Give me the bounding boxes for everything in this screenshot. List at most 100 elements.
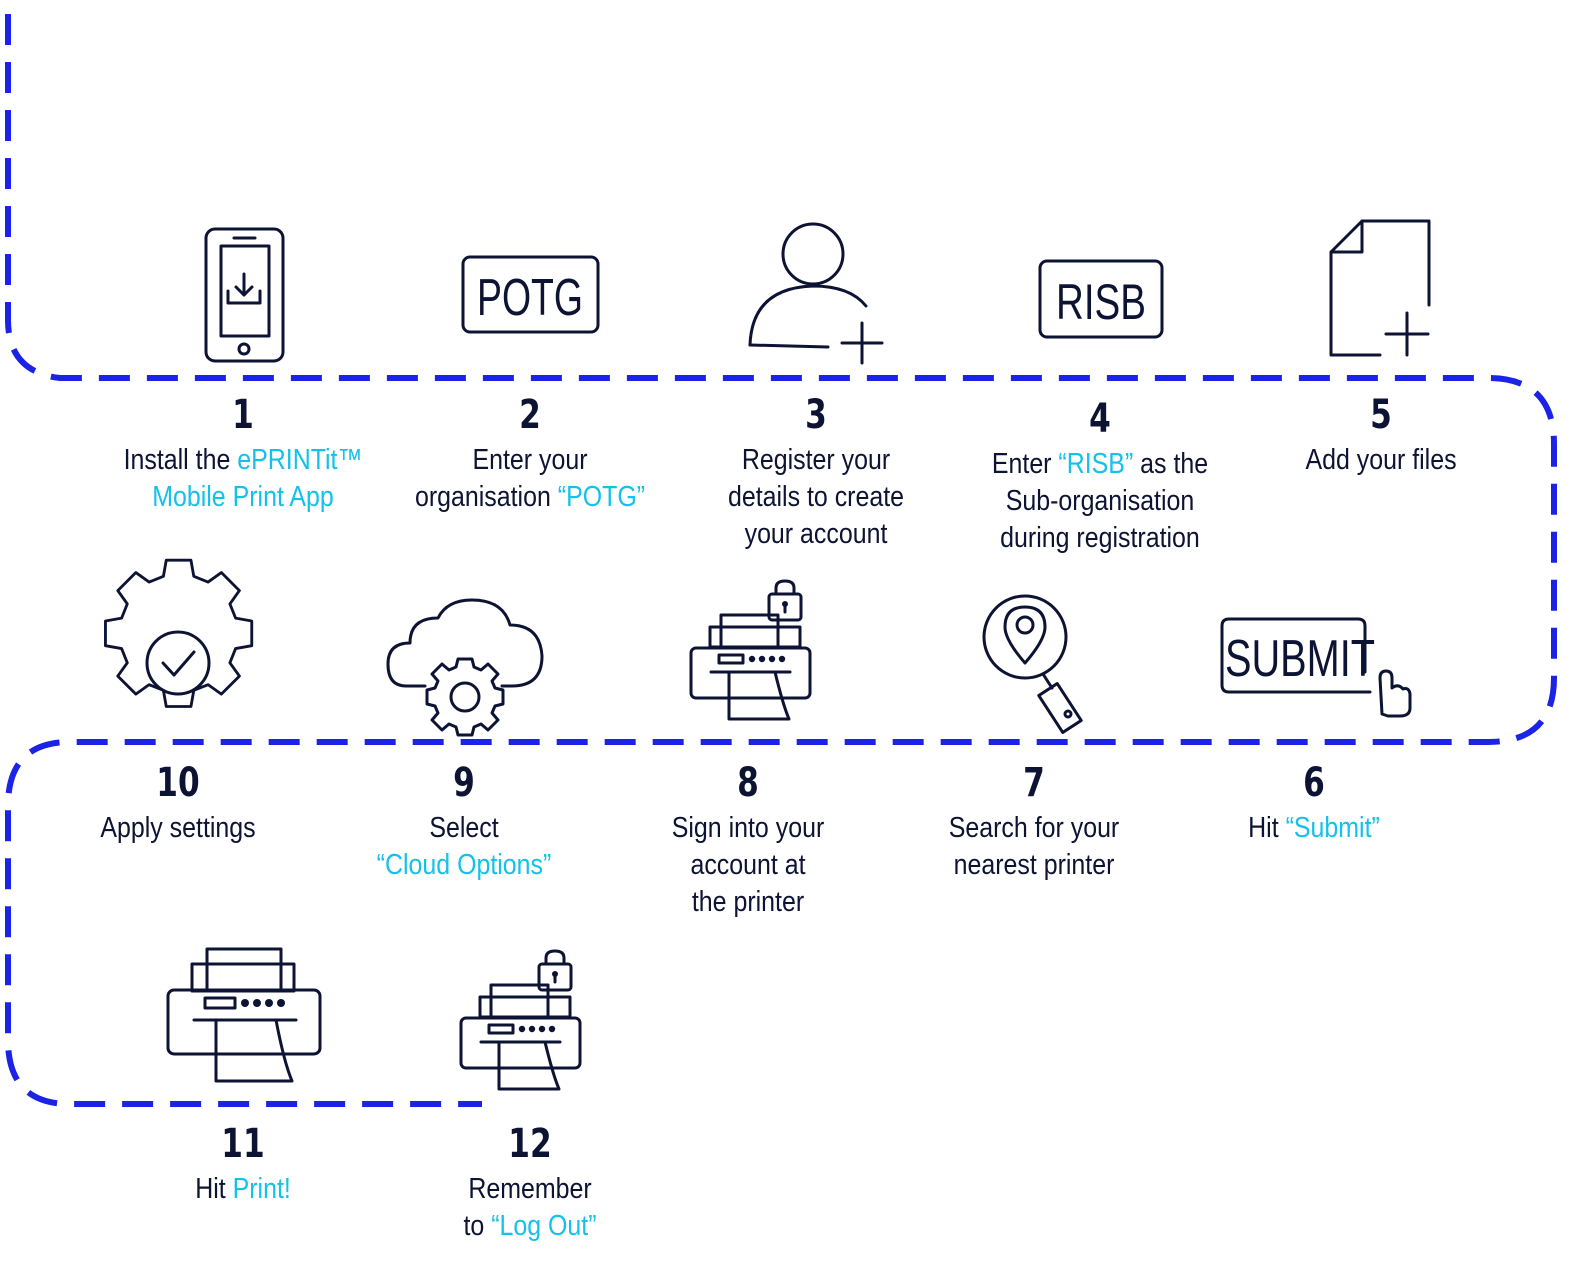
highlighted-text: “Log Out” — [491, 1210, 597, 1242]
step-number: 11 — [221, 1121, 265, 1167]
highlighted-text: “Submit” — [1285, 812, 1380, 844]
risb-code-icon: RISB — [1038, 259, 1164, 339]
step-description: Add your files — [1261, 442, 1502, 479]
step-description-line: Add your files — [1261, 442, 1502, 479]
step-description-line: Register your — [696, 442, 937, 479]
highlighted-text: ePRINTit™ — [237, 444, 363, 476]
step-description-line: Remember — [410, 1171, 651, 1208]
submit-label: SUBMIT — [1225, 630, 1375, 688]
step-description-line: Sub-organisation — [980, 483, 1221, 520]
step-description-line: details to create — [696, 479, 937, 516]
description-text: nearest printer — [953, 849, 1115, 881]
step-number: 2 — [519, 392, 541, 438]
potg-code-icon: POTG — [461, 255, 600, 334]
dashed-flow-path — [5, 14, 1557, 1107]
step-number: 4 — [1089, 396, 1111, 442]
highlighted-text: Mobile Print App — [152, 481, 334, 513]
secure-printer-icon — [689, 579, 812, 721]
step-description-line: your account — [696, 516, 937, 553]
potg-code-label: POTG — [477, 269, 583, 327]
risb-code-label: RISB — [1056, 274, 1146, 330]
step-description: Sign into your account at the printer — [628, 810, 869, 921]
description-text: details to create — [727, 481, 905, 513]
step-description-line: nearest printer — [914, 847, 1155, 884]
step-number: 6 — [1303, 760, 1325, 806]
step-description-line: Enter your — [410, 442, 651, 479]
step-description-line: Search for your — [914, 810, 1155, 847]
step-description: Enter your organisation “POTG” — [410, 442, 651, 516]
highlighted-text: “RISB” — [1058, 448, 1134, 480]
description-text: Enter — [991, 448, 1059, 480]
description-text: the printer — [691, 886, 805, 918]
printer-icon — [166, 947, 322, 1083]
description-text: organisation — [414, 481, 558, 513]
highlighted-text: “POTG” — [557, 481, 646, 513]
step-description: Register your details to create your accou… — [696, 442, 937, 553]
add-file-icon — [1329, 219, 1431, 357]
step-description-line: Apply settings — [58, 810, 299, 847]
description-text: Sub-organisation — [1005, 485, 1195, 517]
cloud-settings-icon — [386, 598, 544, 737]
step-number: 8 — [737, 760, 759, 806]
mobile-download-icon — [204, 227, 285, 363]
step-description: Hit “Submit” — [1194, 810, 1435, 847]
description-text: to — [463, 1210, 492, 1242]
description-text: your account — [744, 518, 888, 550]
description-text: Remember — [468, 1173, 592, 1205]
description-text: Enter your — [472, 444, 588, 476]
description-text: Hit — [1248, 812, 1286, 844]
search-location-icon — [982, 594, 1083, 734]
description-text: Add your files — [1305, 444, 1457, 476]
step-description: Search for your nearest printer — [914, 810, 1155, 884]
step-description-line: account at — [628, 847, 869, 884]
step-description-line: Mobile Print App — [123, 479, 364, 516]
description-text: account at — [690, 849, 806, 881]
step-number: 12 — [508, 1121, 552, 1167]
secure-printer-icon — [459, 949, 582, 1091]
step-number: 10 — [156, 760, 200, 806]
description-text: Hit — [195, 1173, 233, 1205]
step-number: 3 — [805, 392, 827, 438]
submit-click-icon: SUBMIT — [1220, 617, 1412, 718]
step-description: Hit Print! — [123, 1171, 364, 1208]
step-description-line: to “Log Out” — [410, 1208, 651, 1245]
description-text: Install the — [123, 444, 238, 476]
step-description-line: Sign into your — [628, 810, 869, 847]
description-text: as the — [1133, 448, 1209, 480]
step-description-line: “Cloud Options” — [344, 847, 585, 884]
highlighted-text: “Cloud Options” — [376, 849, 552, 881]
step-description: Install the ePRINTit™ Mobile Print App — [123, 442, 364, 516]
step-description: Select “Cloud Options” — [344, 810, 585, 884]
description-text: Sign into your — [671, 812, 825, 844]
step-description-line: during registration — [980, 520, 1221, 557]
highlighted-text: Print! — [232, 1173, 291, 1205]
step-description-line: Enter “RISB” as the — [980, 446, 1221, 483]
step-description-line: the printer — [628, 884, 869, 921]
step-number: 1 — [232, 392, 254, 438]
add-user-icon — [748, 222, 884, 365]
description-text: during registration — [1000, 522, 1200, 554]
description-text: Register your — [741, 444, 891, 476]
step-number: 9 — [453, 760, 475, 806]
gear-check-icon — [104, 558, 254, 708]
description-text: Select — [429, 812, 499, 844]
step-description-line: Hit “Submit” — [1194, 810, 1435, 847]
description-text: Search for your — [948, 812, 1120, 844]
step-description-line: Hit Print! — [123, 1171, 364, 1208]
description-text: Apply settings — [100, 812, 256, 844]
